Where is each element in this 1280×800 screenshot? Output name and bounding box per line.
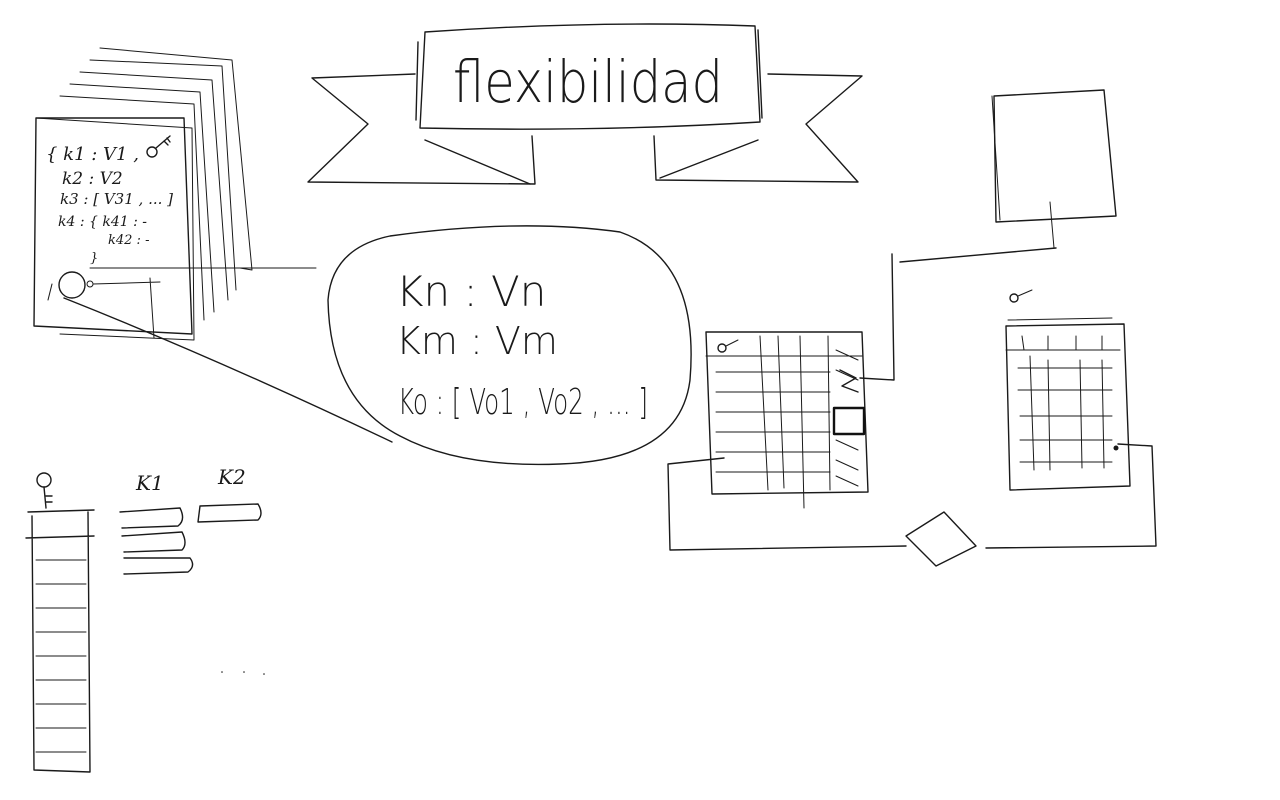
- doc-line-1: { k1 : V1 ,: [46, 144, 139, 165]
- banner-title: flexibilidad: [453, 48, 723, 116]
- doc-line-2: k2 : V2: [62, 169, 123, 189]
- key-label-k1: K1: [135, 471, 164, 495]
- key-icon: [146, 135, 171, 158]
- doc-line-4: k4 : { k41 : -: [58, 214, 147, 230]
- bubble-line-3: Ko : [ Vo1 , Vo2 , ... ]: [398, 382, 648, 423]
- key-label-k2: K2: [217, 465, 246, 489]
- relational-diagram: [667, 89, 1157, 567]
- doc-line-3: k3 : [ V31 , ... ]: [60, 190, 173, 208]
- doc-line-5: k42 : -: [108, 233, 149, 248]
- detail-bubble: Kn : Vn Km : Vm Ko : [ Vo1 , Vo2 , ... ]: [327, 225, 692, 466]
- title-banner: flexibilidad: [307, 23, 863, 185]
- key-icon: [717, 339, 739, 353]
- document-stack: { k1 : V1 , k2 : V2 k3 : [ V31 , ... ] k…: [33, 47, 393, 443]
- key-icon: [36, 472, 53, 509]
- bubble-line-2: Km : Vm: [396, 319, 558, 363]
- doc-line-6: }: [90, 251, 98, 266]
- zoom-circle: [58, 271, 86, 299]
- key-icon: [1009, 289, 1033, 303]
- key-column: K1 K2: [25, 465, 265, 773]
- bubble-line-1: Kn : Vn: [396, 267, 546, 316]
- highlight-cell: [832, 406, 866, 436]
